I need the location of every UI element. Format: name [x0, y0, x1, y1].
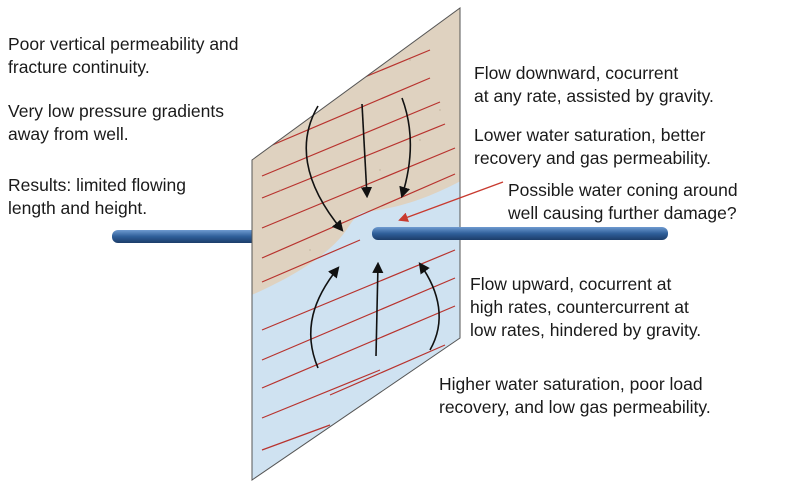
wellbore-right: [372, 227, 668, 240]
note-water-coning: Possible water coning around well causin…: [508, 180, 738, 223]
note-flow-upward: Flow upward, cocurrent at high rates, co…: [470, 274, 702, 340]
arrow-icon: [399, 97, 412, 199]
downward-flow-arrows: [305, 97, 412, 232]
wellbore-left: [112, 230, 260, 243]
pointer-arrow-icon: [398, 181, 504, 222]
arrow-icon: [372, 261, 384, 357]
arrow-icon: [418, 262, 440, 351]
arrow-icon: [360, 103, 373, 199]
arrow-icon: [310, 266, 340, 369]
fracture-plane-outline: [251, 7, 461, 481]
note-flow-downward: Flow downward, cocurrent at any rate, as…: [474, 63, 714, 106]
note-lower-saturation: Lower water saturation, better recovery …: [474, 125, 712, 168]
upward-flow-arrows: [310, 261, 440, 369]
note-vertical-permeability: Poor vertical permeability and fracture …: [8, 34, 239, 77]
note-higher-saturation: Higher water saturation, poor load recov…: [439, 374, 711, 417]
note-results: Results: limited flowing length and heig…: [8, 175, 186, 218]
note-pressure-gradients: Very low pressure gradients away from we…: [8, 101, 224, 144]
arrow-icon: [305, 105, 344, 232]
